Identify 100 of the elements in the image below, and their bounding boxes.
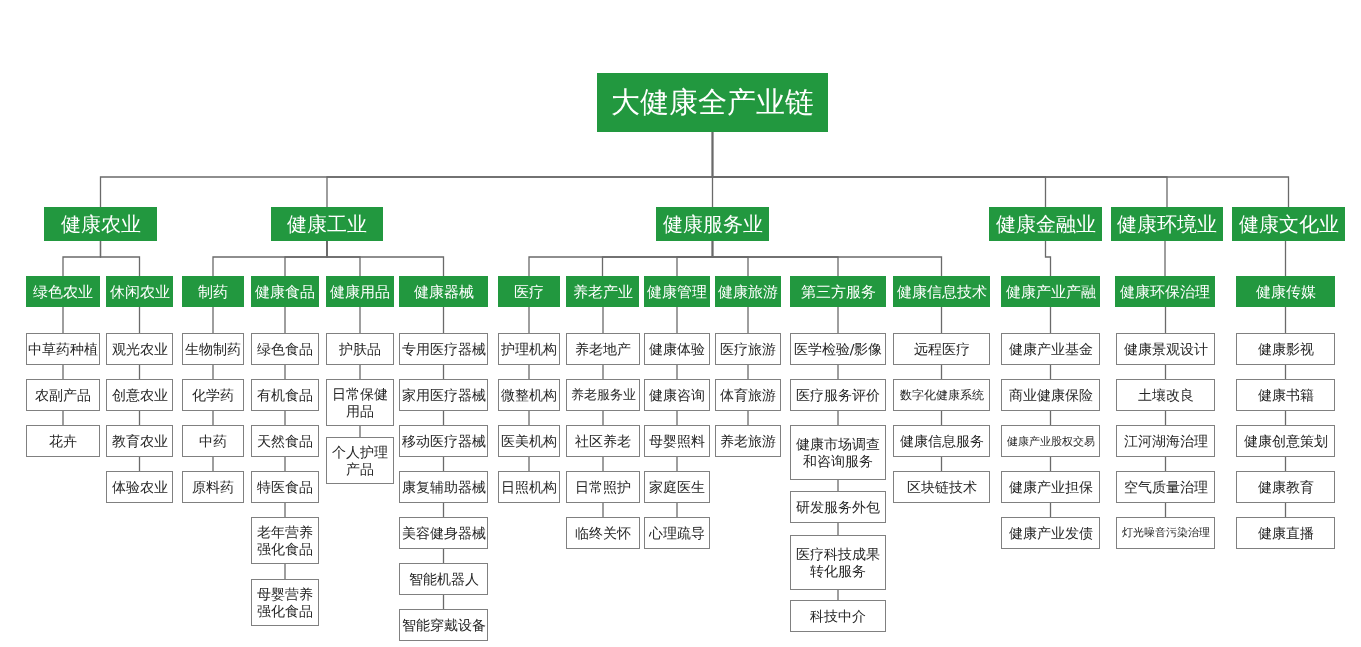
item-label: 医学检验/影像 <box>793 340 883 358</box>
item-node <box>106 333 173 365</box>
item-label: 健康影视 <box>1257 340 1314 358</box>
category-label: 健康产业产融 <box>1005 282 1096 301</box>
item-node <box>1116 333 1215 365</box>
item-node <box>251 425 319 457</box>
item-node <box>1116 471 1215 503</box>
sector-label: 健康农业 <box>60 212 141 236</box>
connector-line <box>747 306 749 334</box>
item-label: 个人护理产品 <box>331 443 389 478</box>
category-node <box>26 276 100 307</box>
item-label: 养老地产 <box>575 340 631 358</box>
item-node <box>1001 517 1100 549</box>
connector-line <box>837 364 839 380</box>
item-label: 江河湖海治理 <box>1123 432 1208 450</box>
category-node <box>498 276 560 307</box>
item-label: 临终关怀 <box>575 524 631 542</box>
category-node <box>1236 276 1335 307</box>
connector-line <box>528 364 530 380</box>
item-label: 观光农业 <box>111 340 168 358</box>
item-node <box>182 333 244 365</box>
category-node <box>251 276 319 307</box>
connector-line <box>284 563 286 580</box>
category-label: 健康传媒 <box>1255 282 1316 301</box>
connector-line <box>442 306 445 334</box>
category-node <box>644 276 710 307</box>
connector-line <box>212 456 214 472</box>
category-label: 健康用品 <box>330 282 390 301</box>
item-label: 健康直播 <box>1257 524 1314 542</box>
item-label: 健康体验 <box>649 340 705 358</box>
item-node <box>790 333 886 365</box>
item-label: 养老服务业 <box>570 387 636 403</box>
item-label: 母婴营养强化食品 <box>256 585 314 620</box>
item-label: 灯光噪音污染治理 <box>1121 526 1210 540</box>
item-node <box>566 333 640 365</box>
item-label: 健康产业发债 <box>1008 524 1093 542</box>
category-label: 健康食品 <box>255 282 315 301</box>
connector-line <box>359 306 361 334</box>
root-node <box>597 73 828 132</box>
connector-line <box>284 502 286 518</box>
item-label: 研发服务外包 <box>796 498 880 516</box>
connector-line <box>837 306 839 334</box>
item-node <box>566 379 640 411</box>
item-label: 智能机器人 <box>408 570 479 588</box>
root-label: 大健康全产业链 <box>611 85 814 120</box>
item-node <box>399 379 488 411</box>
item-label: 花卉 <box>49 432 77 450</box>
item-node <box>399 471 488 503</box>
item-node <box>1236 517 1335 549</box>
item-node <box>399 563 488 595</box>
category-node <box>893 276 990 307</box>
item-node <box>106 471 173 503</box>
item-node <box>790 425 886 480</box>
connector-line <box>676 364 678 380</box>
item-node <box>498 379 560 411</box>
connector-line <box>837 522 839 536</box>
item-node <box>251 517 319 564</box>
item-label: 数字化健康系统 <box>899 387 984 403</box>
item-label: 日常照护 <box>575 478 631 496</box>
item-node <box>715 333 781 365</box>
item-label: 医疗服务评价 <box>796 386 880 404</box>
item-node <box>644 517 710 549</box>
sector-label: 健康环境业 <box>1117 212 1217 236</box>
item-label: 移动医疗器械 <box>401 432 486 450</box>
category-node <box>715 276 781 307</box>
item-node <box>1001 333 1100 365</box>
connector-line <box>284 410 286 426</box>
connector-line <box>711 131 1290 208</box>
item-label: 农副产品 <box>35 386 91 404</box>
item-node <box>251 579 319 626</box>
item-label: 中草药种植 <box>28 340 98 358</box>
item-label: 护理机构 <box>501 340 557 358</box>
item-label: 美容健身器械 <box>401 524 486 542</box>
item-node <box>893 333 990 365</box>
connector-line <box>359 364 361 380</box>
item-node <box>1001 379 1100 411</box>
item-label: 空气质量治理 <box>1123 478 1208 496</box>
category-label: 健康信息技术 <box>896 282 987 301</box>
connector-line <box>212 306 214 334</box>
item-node <box>251 333 319 365</box>
category-label: 养老产业 <box>572 282 633 301</box>
connector-line <box>940 306 943 334</box>
item-label: 商业健康保险 <box>1008 386 1093 404</box>
item-node <box>644 471 710 503</box>
connector-line <box>837 410 839 426</box>
item-node <box>566 517 640 549</box>
item-node <box>251 379 319 411</box>
connector-line <box>676 410 678 426</box>
item-node <box>790 535 886 590</box>
sector-label: 健康文化业 <box>1238 212 1339 236</box>
item-node <box>399 517 488 549</box>
item-label: 健康产业担保 <box>1008 478 1093 496</box>
item-node <box>326 333 394 365</box>
connector-line <box>1049 306 1052 334</box>
sector-node <box>656 207 769 241</box>
item-node <box>1116 425 1215 457</box>
connector-line <box>676 502 678 518</box>
item-node <box>644 425 710 457</box>
connector-line <box>62 364 64 380</box>
connector-line <box>711 240 943 277</box>
